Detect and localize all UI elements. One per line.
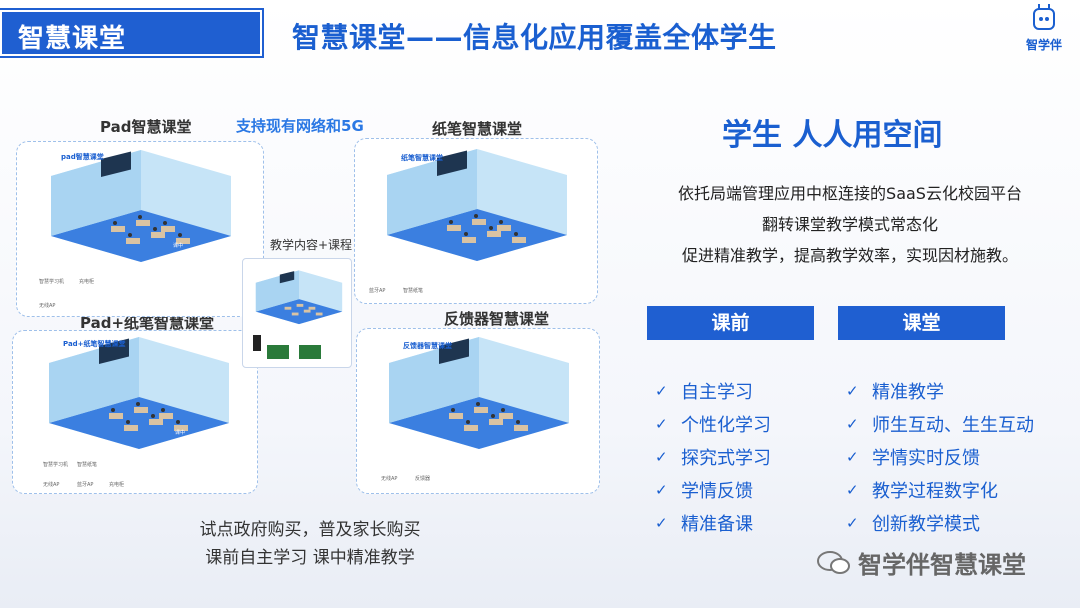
feedback-classroom-panel: 反馈器智慧课堂 课中 无线AP 反馈器 [356,328,600,494]
pad-classroom-title: Pad智慧课堂 [100,118,192,136]
classroom-svg [255,270,343,325]
room-inner-title: Pad+纸笔智慧课堂 [63,340,126,348]
list-item-label: 创新教学模式 [872,513,980,535]
right-description: 依托局端管理应用中枢连接的SaaS云化校园平台 翻转课堂教学模式常态化 促进精准… [620,178,1080,271]
room-label: 课中 [521,252,532,258]
in-class-list: ✓ 精准教学 ✓ 师生互动、生生互动 ✓ 学情实时反馈 ✓ 教学过程数字化 ✓ 创新教学模… [846,374,1034,539]
device-label: 无线AP [39,303,56,309]
desc-line: 翻转课堂教学模式常态化 [761,215,938,234]
wechat-watermark: 智学伴智慧课堂 [816,545,1026,580]
center-content-panel [242,258,352,368]
device-label: 智慧纸笔 [403,288,424,294]
right-title: 学生 人人用空间 [722,118,943,153]
room-inner-title: pad智慧课堂 [61,153,104,161]
pre-class-list: ✓ 自主学习 ✓ 个性化学习 ✓ 探究式学习 ✓ 学情反馈 ✓ 精准备课 [655,374,771,539]
list-item-label: 教学过程数字化 [872,480,998,502]
list-item: ✓ 精准教学 [846,374,1034,407]
list-item: ✓ 自主学习 [655,374,771,407]
section-tag: 智慧课堂 [0,10,262,56]
bottom-line: 课前自主学习 课中精准教学 [205,548,415,568]
classroom-illustration [251,263,347,341]
device-icon [253,335,261,351]
list-item-label: 个性化学习 [681,414,771,436]
list-item: ✓ 精准备课 [655,506,771,539]
logo-antenna-icon [1038,4,1040,10]
list-item-label: 探究式学习 [681,447,771,469]
brand-logo: 智学伴 [1014,4,1074,56]
pad-pen-classroom-panel: Pad+纸笔智慧课堂 课中 智慧学习机 智慧纸笔 无线AP 蓝牙AP 充电柜 [12,330,258,494]
robot-icon [1033,8,1055,30]
device-label: 无线AP [381,476,398,482]
classroom-svg [387,149,567,261]
desc-line: 促进精准教学，提高教学效率，实现因材施教。 [681,246,1018,265]
check-icon: ✓ [846,480,859,499]
classroom-svg [49,337,229,449]
device-label: 智慧纸笔 [77,462,98,468]
list-item: ✓ 学情实时反馈 [846,440,1034,473]
check-icon: ✓ [655,447,668,466]
list-item-label: 师生互动、生生互动 [872,414,1034,436]
classroom-illustration [41,146,241,286]
list-item-label: 学情反馈 [681,480,753,502]
device-icon [299,345,321,359]
device-label: 蓝牙AP [369,288,386,294]
pad-pen-classroom-title: Pad+纸笔智慧课堂 [80,314,215,332]
feedback-classroom-title: 反馈器智慧课堂 [444,310,550,328]
check-icon: ✓ [655,381,668,400]
check-icon: ✓ [655,480,668,499]
category-in-class: 课堂 [838,306,1005,340]
pen-classroom-panel: 纸笔智慧课堂 课中 蓝牙AP 智慧纸笔 [354,138,598,304]
device-label: 反馈器 [415,476,431,482]
list-item: ✓ 个性化学习 [655,407,771,440]
center-panel-title: 教学内容+课程 [270,238,353,252]
list-item: ✓ 探究式学习 [655,440,771,473]
device-label: 蓝牙AP [77,482,94,488]
device-icon [267,345,289,359]
device-label: 智慧学习机 [43,462,69,468]
desc-line: 依托局端管理应用中枢连接的SaaS云化校园平台 [678,184,1022,203]
logo-antenna-icon [1048,4,1050,10]
check-icon: ✓ [846,447,859,466]
device-label: 无线AP [43,482,60,488]
device-label: 智慧学习机 [39,279,65,285]
room-label: 课中 [175,430,186,436]
device-label: 充电柜 [109,482,125,488]
room-inner-title: 反馈器智慧课堂 [403,342,452,350]
classroom-svg [389,337,569,449]
list-item-label: 精准备课 [681,513,753,535]
section-tag-label: 智慧课堂 [18,24,127,54]
watermark-text: 智学伴智慧课堂 [858,551,1026,579]
check-icon: ✓ [846,381,859,400]
wechat-icon [816,549,852,577]
device-label: 充电柜 [79,279,95,285]
room-label: 课中 [523,440,534,446]
list-item-label: 自主学习 [681,381,753,403]
page-title: 智慧课堂——信息化应用覆盖全体学生 [292,21,777,54]
list-item: ✓ 创新教学模式 [846,506,1034,539]
check-icon: ✓ [655,513,668,532]
pen-classroom-title: 纸笔智慧课堂 [432,120,523,138]
list-item-label: 精准教学 [872,381,944,403]
list-item: ✓ 学情反馈 [655,473,771,506]
network-note: 支持现有网络和5G [236,117,364,135]
classroom-illustration [39,333,239,473]
room-inner-title: 纸笔智慧课堂 [401,154,443,162]
classroom-svg [51,150,231,262]
list-item: ✓ 教学过程数字化 [846,473,1034,506]
category-pre-class: 课前 [647,306,814,340]
classroom-illustration [377,145,577,285]
list-item: ✓ 师生互动、生生互动 [846,407,1034,440]
check-icon: ✓ [655,414,668,433]
classroom-illustration [379,333,579,473]
logo-text: 智学伴 [1025,38,1062,52]
check-icon: ✓ [846,513,859,532]
bottom-line: 试点政府购买，普及家长购买 [199,520,421,540]
pad-classroom-panel: pad智慧课堂 课中 智慧学习机 无线AP 充电柜 [16,141,264,317]
check-icon: ✓ [846,414,859,433]
bottom-caption: 试点政府购买，普及家长购买 课前自主学习 课中精准教学 [160,516,460,572]
room-label: 课中 [173,243,184,249]
list-item-label: 学情实时反馈 [872,447,980,469]
